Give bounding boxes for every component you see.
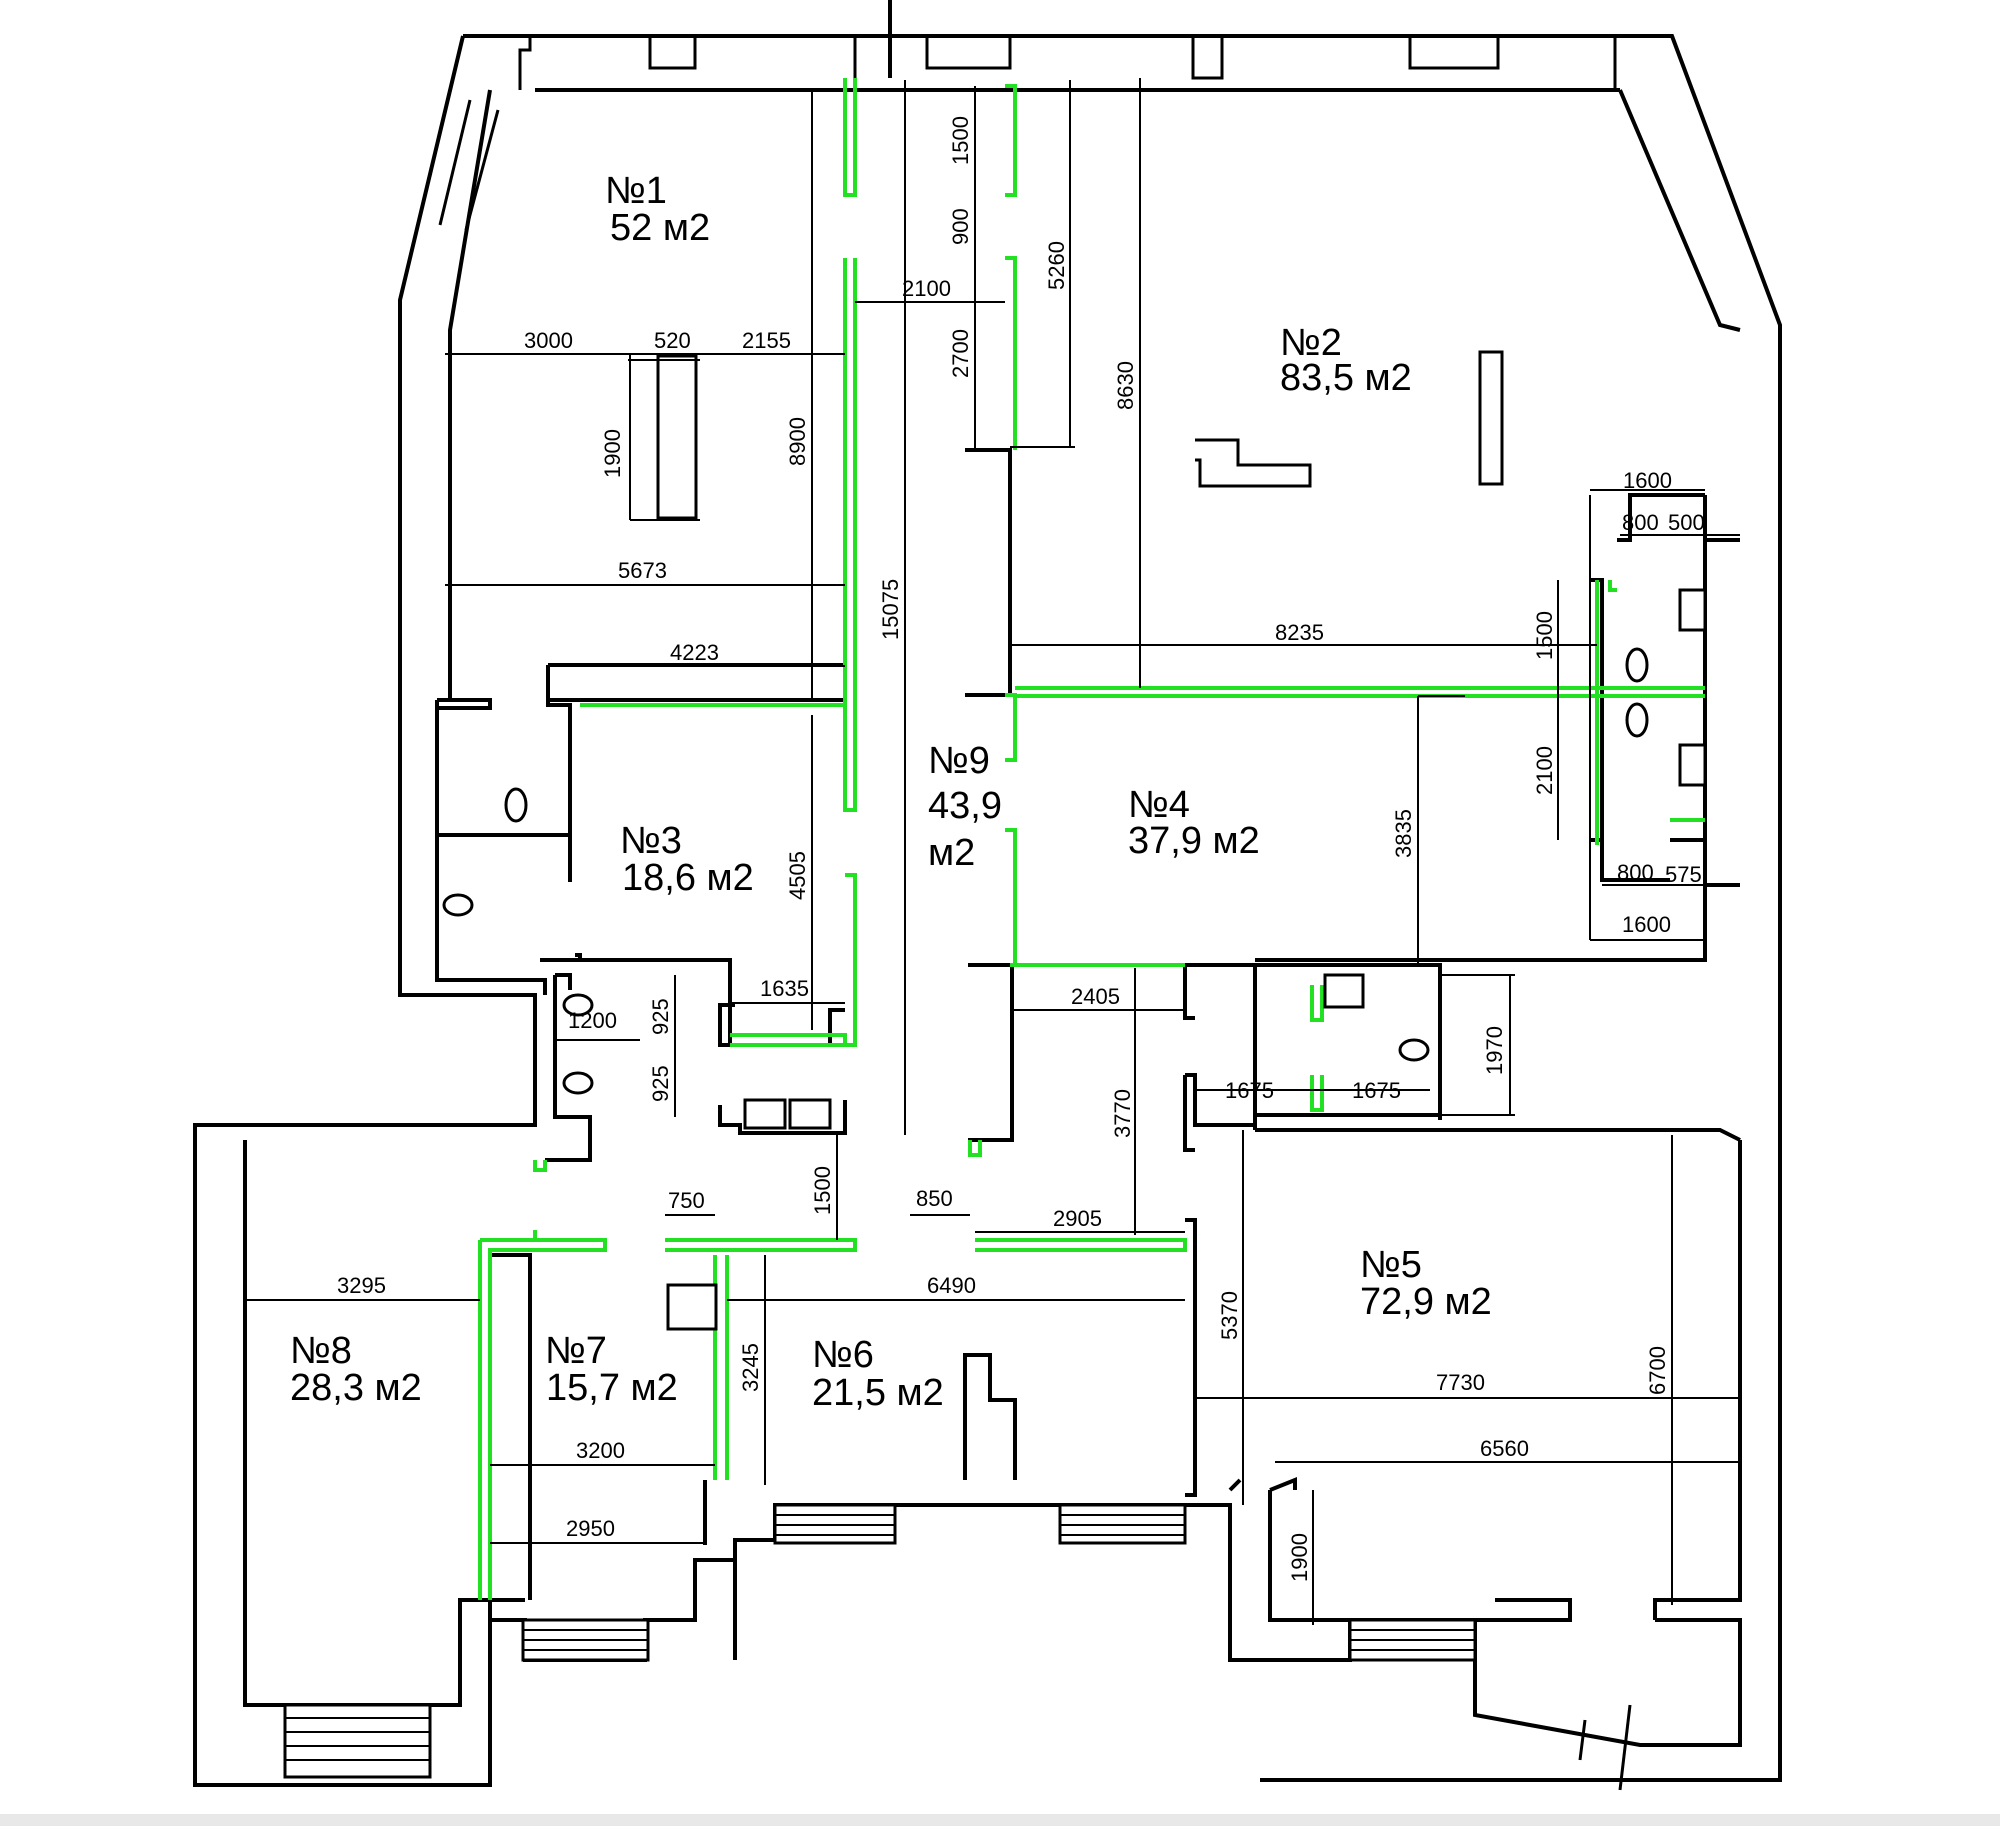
room-9-area-value: 43,9 — [928, 785, 1002, 827]
sink — [1678, 588, 1707, 632]
dim-label: 6700 — [1645, 1346, 1670, 1395]
room-3-number: №3 — [620, 820, 682, 862]
room-9-area-unit: м2 — [928, 832, 975, 874]
dim-label: 2700 — [948, 329, 973, 378]
dim-label: 6560 — [1480, 1436, 1529, 1461]
dim-label: 850 — [916, 1186, 953, 1211]
dim-label: 1500 — [1532, 611, 1557, 660]
dim-label: 3295 — [337, 1273, 386, 1298]
dim-label: 3245 — [738, 1343, 763, 1392]
dim-label: 2100 — [1532, 746, 1557, 795]
sink — [788, 1098, 832, 1130]
dim-label: 2405 — [1071, 984, 1120, 1009]
room-5-area: 72,9 м2 — [1360, 1281, 1492, 1323]
column — [1478, 350, 1504, 486]
dim-label: 1500 — [810, 1166, 835, 1215]
dimension-lines — [245, 78, 1740, 1625]
room-8-area: 28,3 м2 — [290, 1367, 422, 1409]
room-2-number: №2 — [1280, 322, 1342, 364]
toilet-icon — [562, 1071, 594, 1095]
dim-label: 1635 — [760, 976, 809, 1001]
dim-label: 1200 — [568, 1008, 617, 1033]
sink — [743, 1098, 787, 1130]
dim-label: 2155 — [742, 328, 791, 353]
toilet-icon — [442, 893, 474, 917]
dim-label: 15075 — [878, 579, 903, 640]
room-4-number: №4 — [1128, 784, 1190, 826]
room-2-area: 83,5 м2 — [1280, 357, 1412, 399]
dim-label: 5260 — [1044, 241, 1069, 290]
dim-label: 5370 — [1217, 1291, 1242, 1340]
dim-label: 520 — [654, 328, 691, 353]
dim-label: 2100 — [902, 276, 951, 301]
dim-label: 1900 — [600, 429, 625, 478]
dim-label: 500 — [1668, 510, 1705, 535]
dim-label: 3000 — [524, 328, 573, 353]
toilet-icon — [562, 993, 594, 1017]
dim-label: 925 — [648, 1065, 673, 1102]
dim-label: 3835 — [1391, 809, 1416, 858]
toilet-icon — [1398, 1038, 1430, 1062]
sink — [1323, 973, 1365, 1009]
toilet-icon — [1625, 702, 1649, 738]
bottom-scrollbar[interactable] — [0, 1814, 2000, 1826]
interior-walls — [435, 448, 1740, 1602]
dim-label: 1970 — [1482, 1026, 1507, 1075]
dim-label: 800 — [1622, 510, 1659, 535]
dim-label: 2905 — [1053, 1206, 1102, 1231]
dim-label: 6490 — [927, 1273, 976, 1298]
dim-label: 8630 — [1113, 361, 1138, 410]
stair-5 — [1348, 1618, 1477, 1662]
dim-label: 900 — [948, 208, 973, 245]
room-6-number: №6 — [812, 1334, 874, 1376]
fixtures — [442, 350, 1707, 1331]
toilet-icon — [504, 787, 528, 823]
stair-3 — [773, 1503, 897, 1545]
dim-label: 1600 — [1623, 468, 1672, 493]
dim-label: 5673 — [618, 558, 667, 583]
room-4-area: 37,9 м2 — [1128, 820, 1260, 862]
stair-2 — [521, 1618, 650, 1662]
outer-walls — [193, 0, 1782, 1787]
dim-label: 1675 — [1225, 1078, 1274, 1103]
room-7-area: 15,7 м2 — [546, 1367, 678, 1409]
dim-label: 2950 — [566, 1516, 615, 1541]
dim-label: 575 — [1665, 862, 1702, 887]
dim-label: 3200 — [576, 1438, 625, 1463]
dim-label: 7730 — [1436, 1370, 1485, 1395]
dim-label: 3770 — [1110, 1089, 1135, 1138]
room-9-number: №9 — [928, 740, 990, 782]
dimension-labels: 3000 520 2155 1900 8900 5673 4223 4505 1… — [337, 116, 1705, 1582]
toilet-icon — [1625, 647, 1649, 683]
room-3-area: 18,6 м2 — [622, 857, 754, 899]
stair-4 — [1058, 1503, 1187, 1545]
dim-label: 1900 — [1287, 1533, 1312, 1582]
room-8-number: №8 — [290, 1330, 352, 1372]
room-5-number: №5 — [1360, 1244, 1422, 1286]
stair-1 — [283, 1703, 432, 1779]
room-1-area: 52 м2 — [610, 207, 710, 249]
room-labels: №1 52 м2 №2 83,5 м2 №3 18,6 м2 №4 37,9 м… — [290, 170, 1492, 1414]
dim-label: 750 — [668, 1188, 705, 1213]
room-7-number: №7 — [545, 1330, 607, 1372]
dim-label: 4505 — [785, 851, 810, 900]
dim-label: 1600 — [1622, 912, 1671, 937]
stairs — [283, 1503, 1477, 1779]
dim-label: 4223 — [670, 640, 719, 665]
column — [666, 1283, 718, 1331]
dim-label: 8235 — [1275, 620, 1324, 645]
dim-label: 8900 — [785, 417, 810, 466]
counter — [1195, 438, 1312, 488]
dim-label: 800 — [1617, 860, 1654, 885]
column — [656, 354, 698, 520]
dim-label: 1675 — [1352, 1078, 1401, 1103]
room-6-area: 21,5 м2 — [812, 1372, 944, 1414]
sink — [1678, 743, 1707, 787]
dim-label: 925 — [648, 998, 673, 1035]
dim-label: 1500 — [948, 116, 973, 165]
room-1-number: №1 — [605, 170, 667, 212]
